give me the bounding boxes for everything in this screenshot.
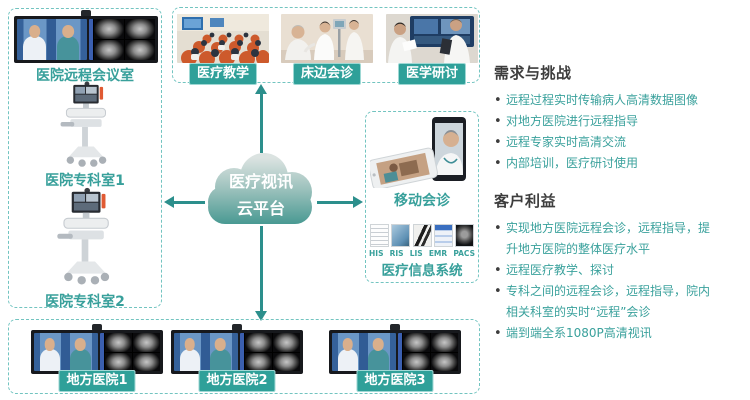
mri-screen bbox=[397, 333, 458, 371]
needs-item-text: 对地方医院进行远程指导 bbox=[506, 114, 639, 128]
seminar-photo bbox=[386, 14, 478, 63]
conference-room-label: 医院远程会议室 bbox=[36, 68, 134, 84]
benefits-item-text: 端到端全系1080P高清视讯 bbox=[506, 326, 652, 340]
ris-label: RIS bbox=[389, 249, 404, 258]
telemedicine-cart2-image bbox=[54, 186, 116, 290]
local-hospital2-monitor-image bbox=[171, 324, 303, 374]
nurse-figure bbox=[70, 348, 91, 371]
doctor-figure bbox=[337, 348, 359, 371]
needs-item: 远程专家实时高清交流 bbox=[494, 132, 712, 153]
local-hospital2-tag: 地方医院2 bbox=[198, 370, 276, 392]
video-call-screen bbox=[174, 333, 238, 371]
camera-icon bbox=[390, 324, 400, 331]
needs-list: 远程过程实时传输病人高清数据图像 对地方医院进行远程指导 远程专家实时高清交流 … bbox=[494, 90, 746, 174]
benefits-item: 专科之间的远程会诊，远程指导，院内相关科室的实时“远程”会诊 bbox=[494, 281, 712, 323]
local-hospital1-tag: 地方医院1 bbox=[58, 370, 136, 392]
benefits-item-text: 实现地方医院远程会诊，远程指导，提升地方医院的整体医疗水平 bbox=[506, 221, 711, 256]
camera-icon bbox=[92, 324, 102, 331]
cloud-title-line2: 云平台 bbox=[236, 198, 285, 218]
smartphones-image bbox=[368, 116, 474, 192]
needs-title: 需求与挑战 bbox=[494, 64, 572, 82]
medical-systems-labels: HIS RIS LIS EMR PACS bbox=[369, 249, 475, 258]
mri-screen bbox=[99, 333, 160, 371]
nurse-figure bbox=[56, 36, 80, 60]
connector-left bbox=[173, 201, 205, 204]
doctor-figure bbox=[179, 348, 201, 371]
mobile-consult-label: 移动会诊 bbox=[394, 193, 450, 209]
specialty-room1-label: 医院专科室1 bbox=[45, 173, 125, 189]
usecases-group-box: 医疗教学 床边会诊 bbox=[172, 7, 480, 85]
needs-item-text: 内部培训，医疗研讨使用 bbox=[506, 156, 639, 170]
pacs-label: PACS bbox=[453, 249, 475, 258]
cloud-icon bbox=[208, 153, 312, 224]
benefits-list: 实现地方医院远程会诊，远程指导，提升地方医院的整体医疗水平 远程医疗教学、探讨 … bbox=[494, 218, 746, 344]
video-call-screen bbox=[34, 333, 98, 371]
specialty-room2-label: 医院专科室2 bbox=[45, 294, 125, 310]
local-hospital1-monitor-image bbox=[31, 324, 163, 374]
benefits-item-text: 专科之间的远程会诊，远程指导，院内相关科室的实时“远程”会诊 bbox=[506, 284, 711, 319]
benefits-title: 客户利益 bbox=[494, 192, 557, 210]
teaching-tag: 医疗教学 bbox=[188, 63, 258, 85]
local-hospital3-tag: 地方医院3 bbox=[356, 370, 434, 392]
conference-room-monitor-image bbox=[14, 10, 158, 63]
doctor-figure bbox=[23, 36, 46, 60]
arrow-up-icon bbox=[255, 84, 267, 94]
video-call-screen bbox=[332, 333, 396, 371]
benefits-item: 远程医疗教学、探讨 bbox=[494, 260, 712, 281]
pacs-thumbnail-icon bbox=[455, 224, 474, 247]
cloud-platform: 医疗视讯 云平台 bbox=[202, 150, 320, 228]
mri-screen bbox=[239, 333, 300, 371]
medical-info-system-label: 医疗信息系统 bbox=[381, 263, 463, 279]
arrow-right-icon bbox=[353, 196, 363, 208]
nurse-figure bbox=[368, 348, 389, 371]
emr-label: EMR bbox=[428, 249, 448, 258]
mobile-group-box: 移动会诊 HIS RIS LIS EMR PACS 医疗信息系统 bbox=[365, 111, 479, 283]
needs-item: 远程过程实时传输病人高清数据图像 bbox=[494, 90, 712, 111]
video-call-screen bbox=[17, 19, 88, 60]
doctor-figure bbox=[39, 348, 61, 371]
nurse-figure bbox=[210, 348, 231, 371]
benefits-item: 端到端全系1080P高清视讯 bbox=[494, 323, 712, 344]
info-sidebar: 需求与挑战 远程过程实时传输病人高清数据图像 对地方医院进行远程指导 远程专家实… bbox=[494, 62, 746, 344]
ris-thumbnail-icon bbox=[391, 224, 411, 247]
connector-right bbox=[317, 201, 354, 204]
his-thumbnail-icon bbox=[370, 224, 389, 247]
camera-icon bbox=[81, 10, 91, 17]
his-label: HIS bbox=[369, 249, 384, 258]
arrow-down-icon bbox=[255, 311, 267, 321]
hospital-group-box: 医院远程会议室 医院专科室1 bbox=[8, 8, 162, 310]
emr-thumbnail-icon bbox=[433, 224, 453, 247]
lis-thumbnail-icon bbox=[412, 224, 432, 247]
medical-systems-thumbnails bbox=[370, 224, 474, 247]
teaching-photo bbox=[177, 14, 269, 63]
cloud-title-line1: 医疗视讯 bbox=[228, 171, 293, 191]
lis-label: LIS bbox=[409, 249, 423, 258]
connector-up bbox=[260, 93, 263, 153]
needs-item: 对地方医院进行远程指导 bbox=[494, 111, 712, 132]
seminar-tag: 医学研讨 bbox=[397, 63, 467, 85]
camera-icon bbox=[232, 324, 242, 331]
needs-item-text: 远程专家实时高清交流 bbox=[506, 135, 627, 149]
local-hospitals-group-box: 地方医院1 地方医院2 bbox=[8, 319, 480, 394]
arrow-left-icon bbox=[164, 196, 174, 208]
connector-down bbox=[260, 226, 263, 312]
bedside-photo bbox=[281, 14, 373, 63]
needs-item: 内部培训，医疗研讨使用 bbox=[494, 153, 712, 174]
needs-item-text: 远程过程实时传输病人高清数据图像 bbox=[506, 93, 699, 107]
local-hospital3-monitor-image bbox=[329, 324, 461, 374]
bedside-tag: 床边会诊 bbox=[292, 63, 362, 85]
benefits-item: 实现地方医院远程会诊，远程指导，提升地方医院的整体医疗水平 bbox=[494, 218, 712, 260]
benefits-item-text: 远程医疗教学、探讨 bbox=[506, 263, 615, 277]
telemedicine-cart-image bbox=[58, 81, 113, 171]
cloud-platform-title: 医疗视讯 云平台 bbox=[202, 150, 320, 228]
mri-screen bbox=[89, 19, 155, 60]
